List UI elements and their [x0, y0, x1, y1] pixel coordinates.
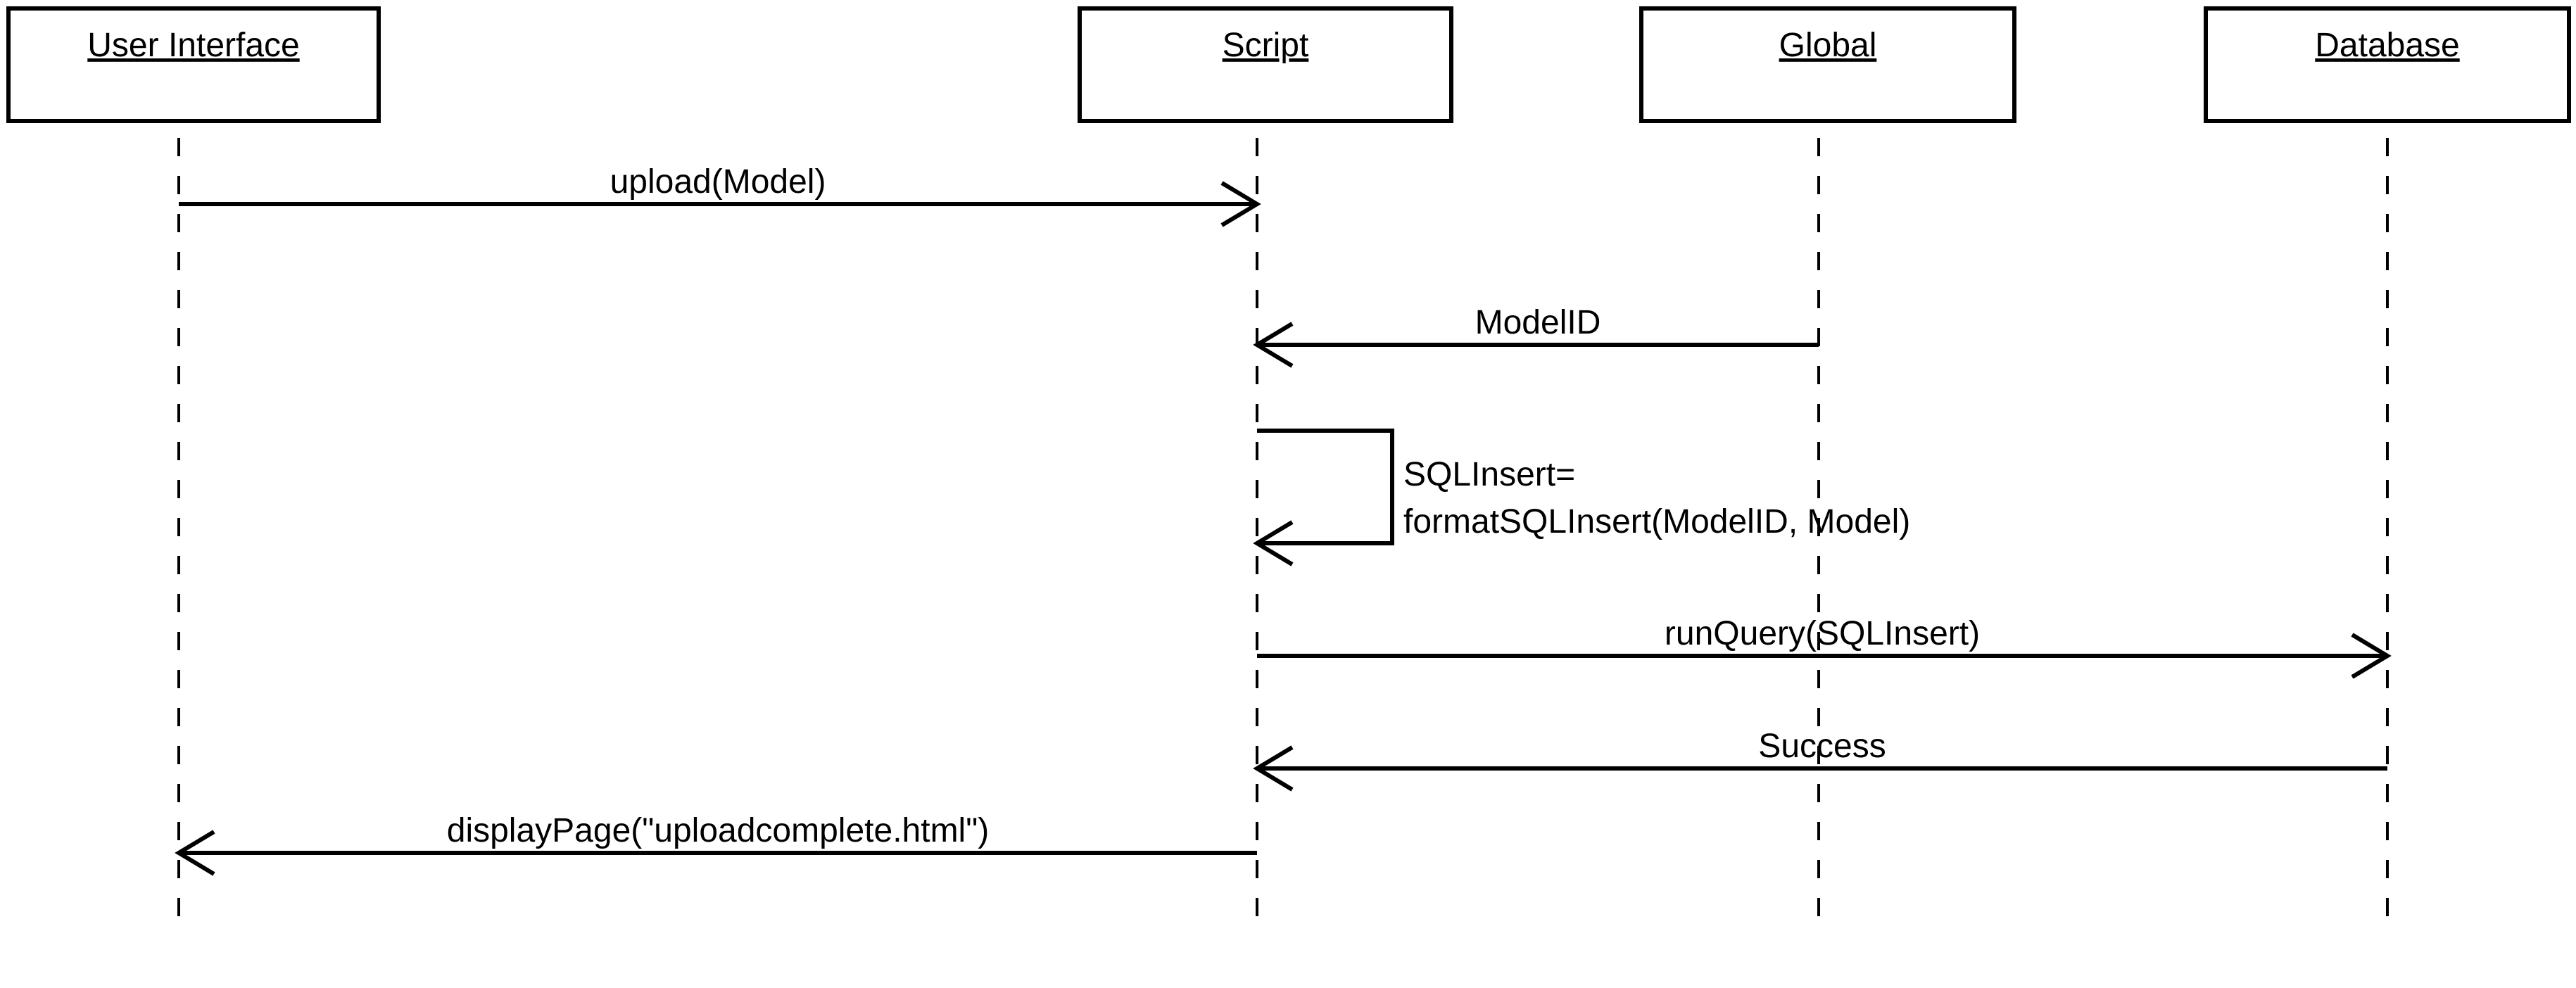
message-success: Success [1253, 728, 2387, 792]
message-self-format-sql-insert: SQLInsert= formatSQLInsert(ModelID, Mode… [1253, 429, 1910, 566]
lifeline-head-box [1639, 6, 2016, 123]
message-label: runQuery(SQLInsert) [1665, 615, 1980, 652]
arrowhead-right-icon [2351, 633, 2392, 679]
lifeline-head-box [2204, 6, 2571, 123]
lifeline-head-box [6, 6, 381, 123]
lifeline-title-global: Global [1779, 27, 1877, 64]
message-upload-model: upload(Model) [179, 163, 1261, 227]
lifeline-title-script: Script [1223, 27, 1309, 64]
lifeline-head-box [1078, 6, 1453, 123]
message-label: ModelID [1475, 304, 1601, 341]
message-label: displayPage("uploadcomplete.html") [447, 812, 989, 849]
lifeline-head-user-interface: User Interface [6, 6, 381, 123]
self-message-loop [1257, 429, 1394, 545]
message-modelid: ModelID [1253, 304, 1819, 368]
arrowhead-left-icon [1253, 745, 1294, 792]
lifeline-head-script: Script [1078, 6, 1453, 123]
arrowhead-left-icon [175, 830, 215, 876]
arrowhead-right-icon [1220, 181, 1261, 227]
message-run-query: runQuery(SQLInsert) [1257, 615, 2392, 679]
message-display-page: displayPage("uploadcomplete.html") [175, 812, 1257, 876]
message-label-line2: formatSQLInsert(ModelID, Model) [1403, 503, 1910, 540]
message-label-line1: SQLInsert= [1403, 456, 1575, 493]
lifeline-head-database: Database [2204, 6, 2571, 123]
message-label: Success [1758, 728, 1886, 765]
lifeline-title-user-interface: User Interface [87, 27, 299, 64]
arrowhead-left-icon [1253, 322, 1294, 368]
arrowhead-left-icon [1253, 520, 1294, 566]
message-label: upload(Model) [610, 163, 826, 201]
lifeline-head-global: Global [1639, 6, 2016, 123]
lifeline-title-database: Database [2315, 27, 2459, 64]
